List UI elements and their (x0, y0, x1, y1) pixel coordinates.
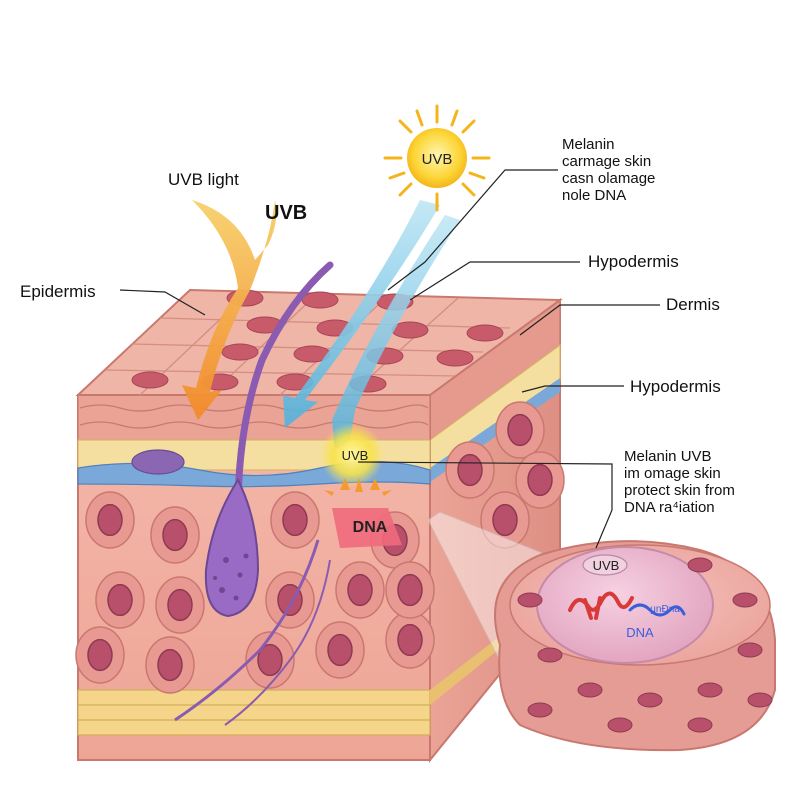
note-top-line: Melanin (562, 136, 615, 153)
dermis-cell-nucleus (282, 503, 308, 537)
dermis-cell-nucleus (107, 583, 133, 617)
ring-cell (637, 692, 663, 708)
note-top-line: carmage skin (562, 153, 652, 170)
leader-note-right (357, 461, 613, 549)
dermis-cell-nucleus (327, 633, 353, 667)
note-right-line: im omage skin (624, 465, 721, 482)
dna-label: DNA (353, 519, 388, 536)
ring-cell (527, 702, 553, 718)
uvb-spot-label: UVB (342, 448, 369, 463)
hypodermis-top-label: Hypodermis (588, 252, 679, 271)
damaged-dna-red (568, 591, 634, 620)
leader-hypodermis-top (409, 261, 580, 301)
cell-uvb-label: UVB (593, 558, 620, 573)
hair-follicle (204, 477, 260, 618)
sun-icon (383, 104, 491, 212)
top-cell (301, 291, 339, 309)
dermis-cell-nucleus (162, 518, 188, 552)
cell-dna-label: DNA (626, 625, 654, 640)
note-right-block: Melanin UVB im omage skin protect skin f… (624, 448, 735, 516)
ring-cell (747, 692, 773, 708)
note-right-line: DNA ra⁴iation (624, 499, 715, 516)
leader-dermis (519, 304, 660, 336)
nerve-fiber (174, 539, 320, 722)
dermis-cell-nucleus (157, 648, 183, 682)
note-right-line: protect skin from (624, 482, 735, 499)
ring-cell (687, 557, 713, 573)
front-stratum-band (77, 394, 431, 441)
dermis-cells (75, 401, 565, 694)
note-top-block: Melanin carmage skin casn olamage nole D… (562, 136, 655, 204)
hair-shaft (234, 261, 334, 504)
vessel-cluster (131, 449, 185, 475)
dna-burst-icon (324, 478, 392, 496)
hypodermis-mid-label: Hypodermis (630, 377, 721, 396)
leader-lines (119, 169, 660, 549)
top-cell (466, 324, 504, 342)
dermis-cell-nucleus (167, 588, 193, 622)
ring-cell (537, 647, 563, 663)
dermis-cell-nucleus (527, 463, 553, 497)
sun-label: UVB (422, 151, 453, 168)
ring-cell (577, 682, 603, 698)
uvb-light-label: UVB light (168, 170, 239, 189)
uvb-glow (320, 423, 384, 487)
ring-cell (697, 682, 723, 698)
skin-block-top (75, 288, 563, 396)
note-top-line: casn olamage (562, 170, 656, 187)
uvb-blue-arrow-1 (283, 200, 440, 428)
leader-note-top (387, 169, 558, 291)
cell-scribble-label: μnĐna (650, 604, 680, 615)
dermis-cell-nucleus (457, 453, 483, 487)
top-cell (221, 343, 259, 361)
ring-cell (607, 717, 633, 733)
epidermis-label: Epidermis (20, 282, 96, 301)
dermis-cell-nucleus (87, 638, 113, 672)
uvb-orange-arrow (182, 200, 277, 420)
ring-cell (517, 592, 543, 608)
dermis-cell-nucleus (492, 503, 518, 537)
ring-cell (687, 717, 713, 733)
leader-hypodermis-mid (521, 385, 624, 393)
dermis-label: Dermis (666, 295, 720, 314)
dermis-cell-nucleus (257, 643, 283, 677)
ring-cell (737, 642, 763, 658)
dermis-cell-nucleus (97, 503, 123, 537)
dna-shape (332, 508, 402, 548)
bottom-fat-layer (77, 689, 431, 736)
top-cell (131, 371, 169, 389)
top-cell (436, 349, 474, 367)
magnified-cell (494, 540, 776, 752)
damaged-dna-blue (628, 603, 686, 617)
note-right-line: Melanin UVB (624, 448, 712, 465)
ring-cell (732, 592, 758, 608)
note-top-line: nole DNA (562, 187, 627, 204)
leader-epidermis (119, 289, 206, 316)
dermis-cell-nucleus (397, 623, 423, 657)
uvb-title-label: UVB (265, 202, 308, 224)
dermis-cell-nucleus (347, 573, 373, 607)
dermis-cell-nucleus (507, 413, 533, 447)
dermis-cell-nucleus (397, 573, 423, 607)
